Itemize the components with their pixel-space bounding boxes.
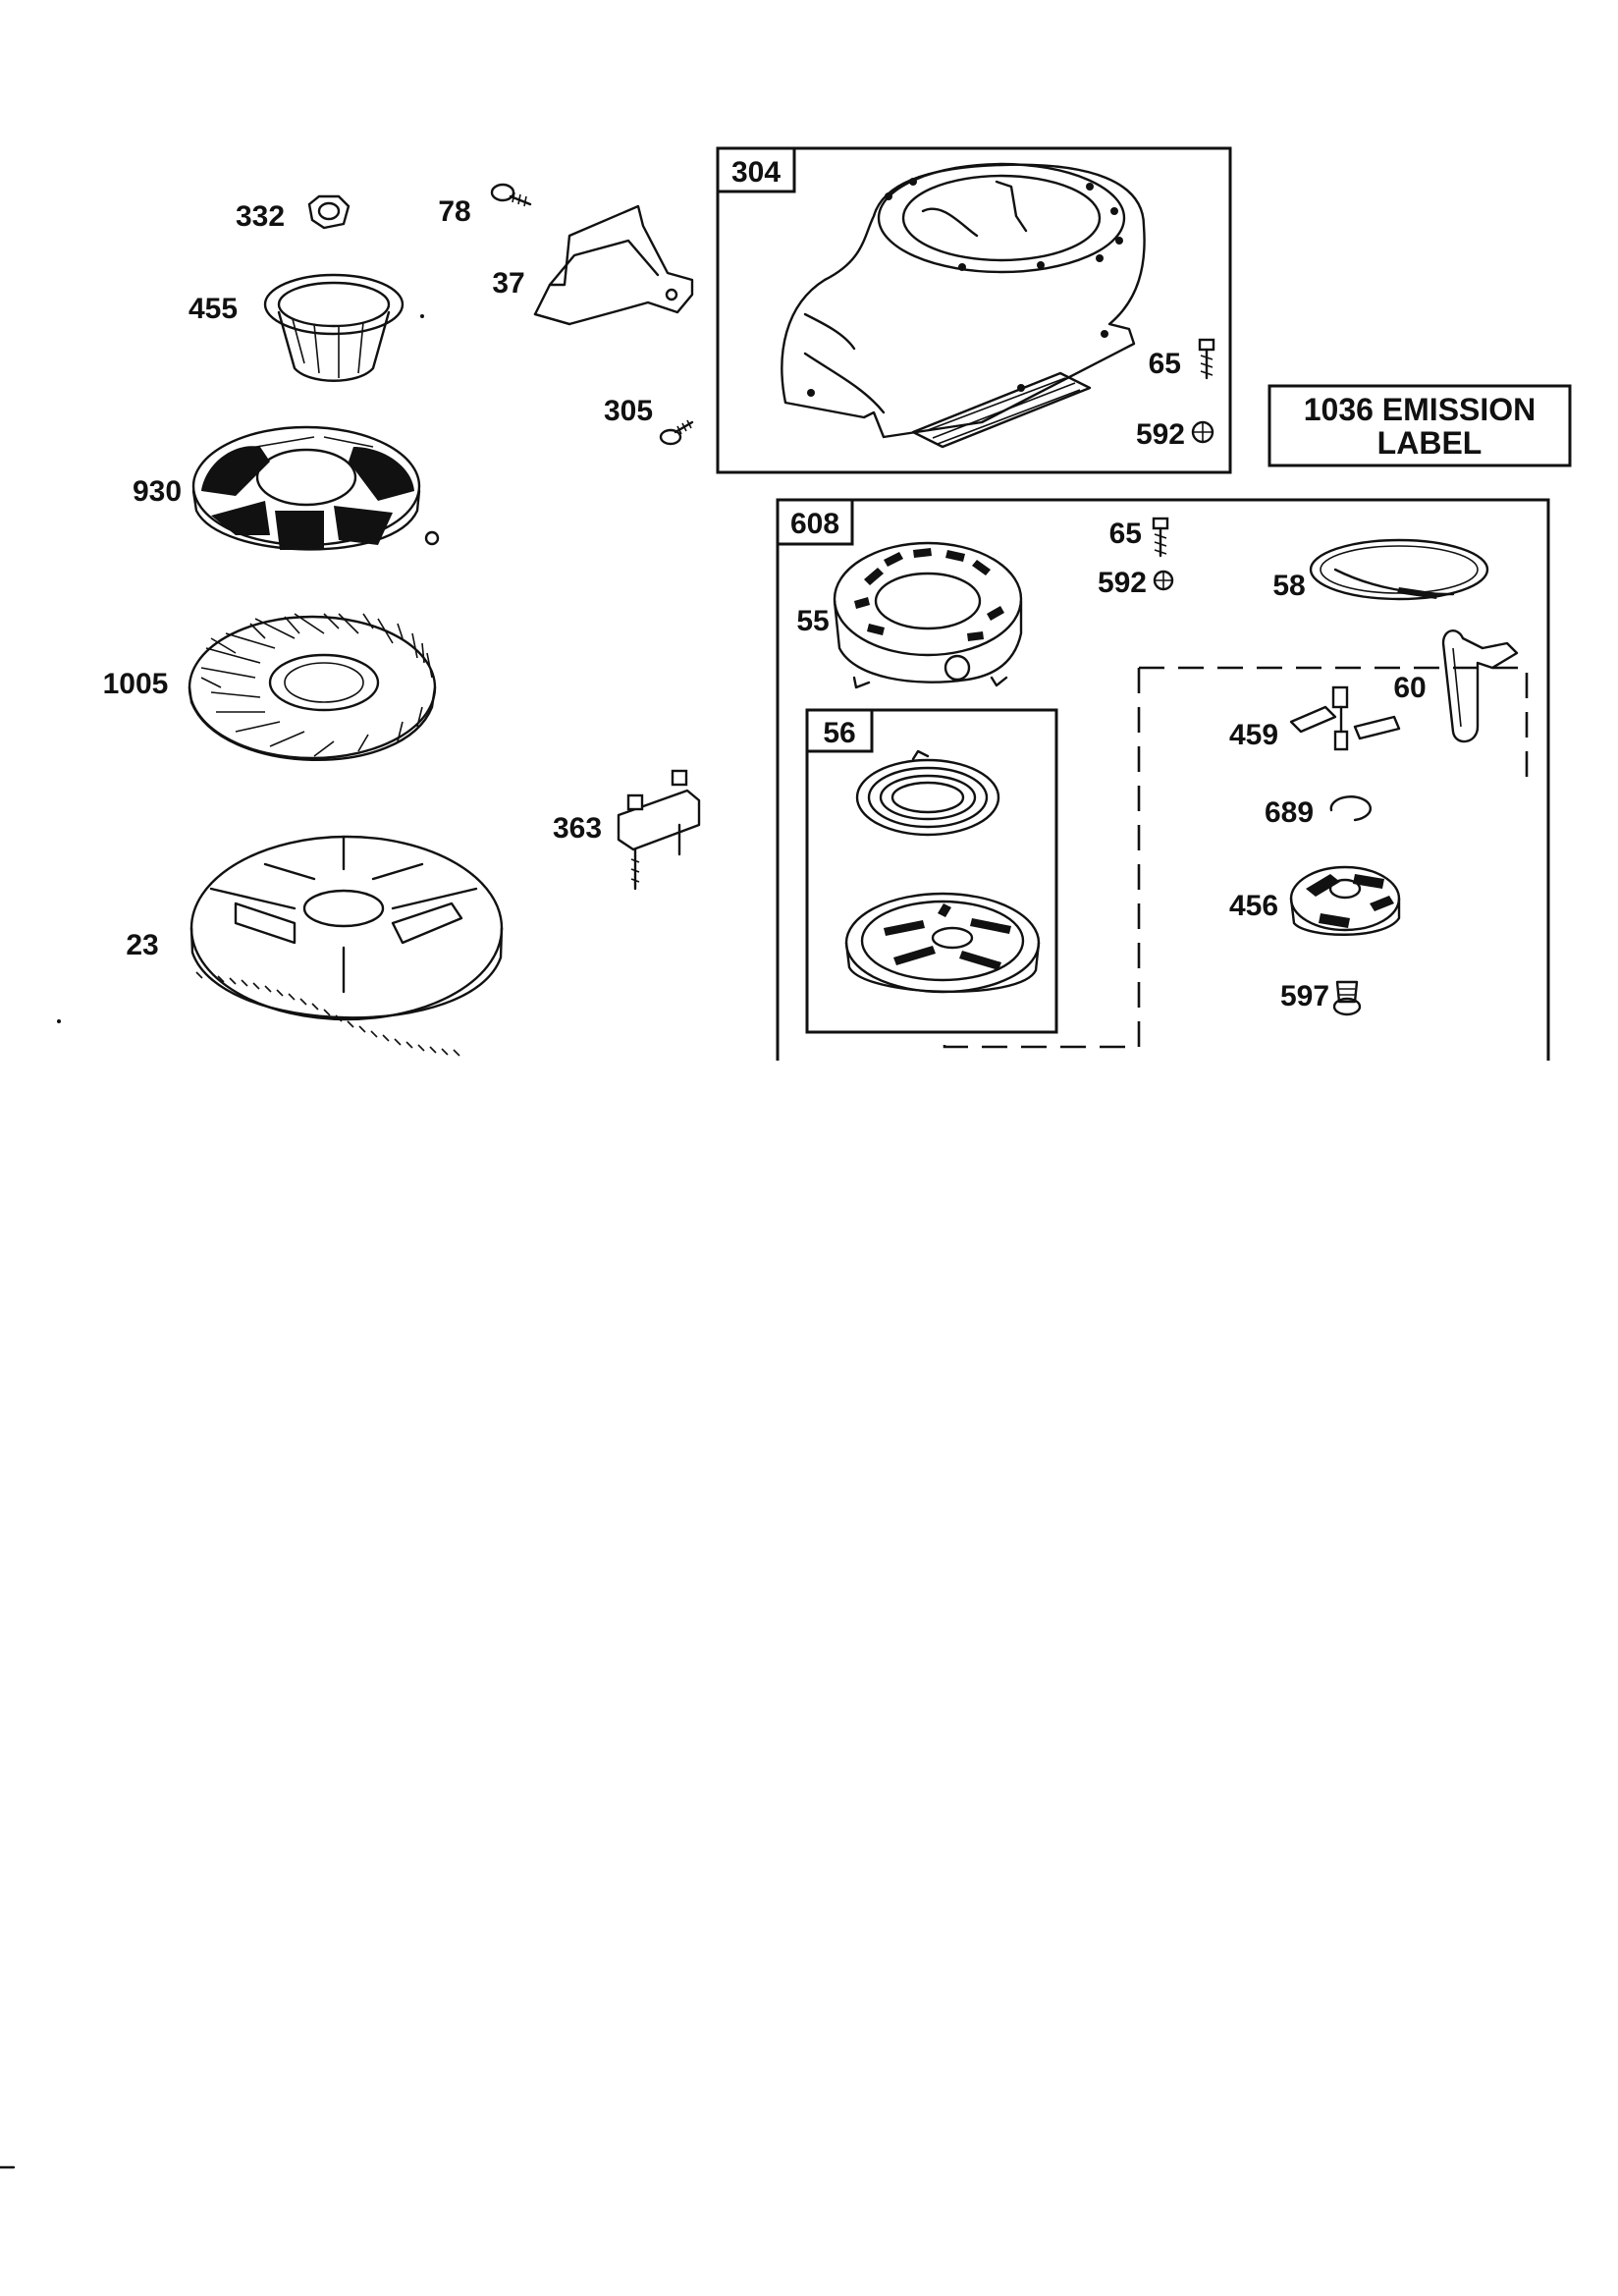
blower-housing-drawing	[781, 162, 1146, 449]
group-304-label: 304	[731, 156, 781, 189]
part-55-label: 55	[796, 605, 829, 637]
screw-78-icon	[490, 183, 532, 207]
starter-pulley-drawing	[844, 892, 1041, 994]
part-459-label: 459	[1229, 719, 1278, 751]
bolt-65-icon	[1198, 338, 1215, 380]
part-597-label: 597	[1280, 980, 1329, 1012]
emission-label-line1: 1036 EMISSION	[1304, 392, 1537, 427]
group-56-tag	[805, 708, 874, 753]
part-65-b-label: 65	[1109, 518, 1142, 550]
group-304-frame	[716, 146, 1232, 474]
starter-rope-drawing	[1309, 538, 1489, 601]
pulley-spring-group: 56	[805, 708, 1058, 1034]
emission-label-line2: LABEL	[1377, 425, 1483, 461]
blower-housing-group: 304 65 592	[716, 146, 1232, 474]
part-592-a-label: 592	[1136, 418, 1185, 451]
part-37-label: 37	[492, 267, 524, 300]
part-363-label: 363	[553, 812, 602, 845]
nut-592-icon	[1191, 420, 1214, 444]
part-305-label: 305	[604, 395, 653, 427]
screw-305-icon	[659, 419, 694, 446]
screw-597-icon	[1332, 980, 1362, 1016]
bolt-65-b-icon	[1152, 517, 1169, 558]
group-608-label: 608	[790, 508, 839, 540]
rewind-spring-drawing	[855, 749, 1000, 837]
rewind-starter-group: 608 55 65 592 58	[776, 498, 1550, 1061]
group-608-frame	[776, 498, 1550, 1061]
part-23-label: 23	[126, 929, 158, 961]
part-592-b-label: 592	[1098, 567, 1147, 599]
flywheel-23-drawing	[57, 835, 504, 1057]
nut-592-b-icon	[1153, 570, 1174, 591]
part-58-label: 58	[1272, 570, 1305, 602]
ratchet-456-drawing	[1289, 865, 1401, 936]
part-456-label: 456	[1229, 890, 1278, 922]
starter-handle-drawing	[1441, 629, 1519, 743]
part-65-a-label: 65	[1149, 348, 1181, 380]
part-455-label: 455	[189, 293, 238, 325]
fan-1005-drawing	[188, 613, 437, 761]
group-304-tag	[716, 146, 796, 193]
cup-455-drawing	[263, 273, 424, 382]
part-930-label: 930	[133, 475, 182, 508]
pawl-459-drawing	[1289, 685, 1401, 751]
group-56-frame	[805, 708, 1058, 1034]
clamp-363-drawing	[617, 769, 701, 891]
group-56-label: 56	[823, 717, 855, 749]
starter-housing-drawing	[833, 541, 1023, 689]
nut-332-icon	[307, 194, 351, 230]
emission-label-box: 1036 EMISSION LABEL	[1267, 384, 1572, 467]
part-78-label: 78	[438, 195, 470, 228]
part-60-label: 60	[1393, 672, 1426, 704]
part-1005-label: 1005	[103, 668, 169, 700]
guard-37-drawing	[533, 204, 694, 326]
group-608-tag	[776, 498, 854, 546]
part-332-label: 332	[236, 200, 285, 233]
emission-label-frame	[1267, 384, 1572, 467]
assembly-connector-line	[943, 666, 1529, 1049]
part-689-label: 689	[1265, 796, 1314, 829]
rotating-screen-930-drawing	[191, 425, 440, 551]
retainer-ring-689-drawing	[1329, 795, 1372, 822]
